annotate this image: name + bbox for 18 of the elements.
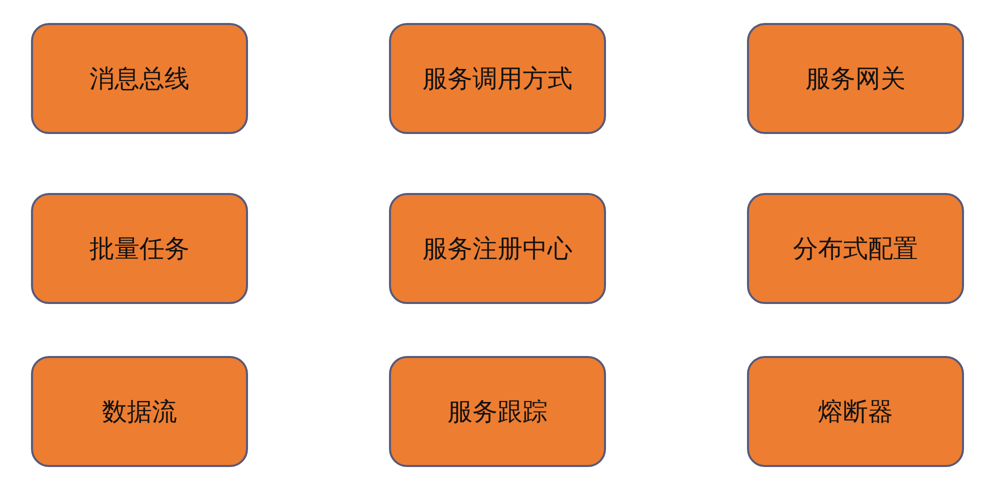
process-box [747,193,964,304]
process-box [389,356,606,467]
process-box [389,23,606,134]
box-label: 分布式配置 [793,235,918,265]
box-label: 批量任务 [90,235,190,265]
process-box [747,23,964,134]
process-box [31,356,248,467]
process-box [747,356,964,467]
process-box [31,193,248,304]
box-label: 服务调用方式 [422,64,572,95]
process-box [389,193,606,304]
box-label: 服务跟踪 [448,398,548,428]
box-label: 服务网关 [806,65,906,95]
box-label: 数据流 [102,398,177,428]
box-label: 服务注册中心 [422,234,572,265]
box-label: 消息总线 [90,65,190,95]
box-label: 熔断器 [818,398,893,428]
process-box [31,23,248,134]
